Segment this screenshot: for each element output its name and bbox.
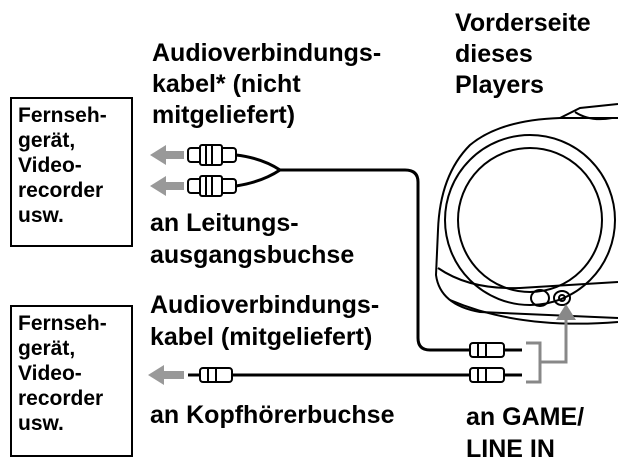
device-box-bottom-line: Fernseh-: [18, 312, 107, 335]
arrow-left-1: [150, 145, 184, 165]
front-label-1: Vorderseite: [455, 9, 591, 37]
device-box-bottom-line: recorder: [18, 387, 104, 410]
rca-plug-red: [187, 175, 237, 197]
upper-cable: [235, 153, 470, 352]
port-label-1: an GAME/: [466, 403, 585, 431]
front-label-2: dieses: [455, 40, 533, 68]
port-bracket: [526, 320, 568, 384]
lower-jack-label: an Kopfhörerbuchse: [150, 401, 395, 429]
arrow-up: [556, 304, 576, 320]
device-box-top: Fernseh- gerät, Video- recorder usw.: [10, 97, 133, 247]
upper-cable-title-2: kabel* (nicht: [152, 70, 301, 98]
mini-plug-lower-right: [469, 367, 522, 383]
port-label-2: LINE IN: [466, 435, 555, 463]
device-box-top-line: recorder: [18, 179, 104, 202]
device-box-top-line: usw.: [18, 204, 64, 227]
device-box-bottom-line: Video-: [18, 362, 82, 385]
player-illustration: [434, 103, 618, 325]
device-box-top-line: Video-: [18, 154, 82, 177]
device-box-bottom-line: usw.: [18, 412, 64, 435]
arrow-left-3: [148, 365, 184, 385]
upper-jack-label-1: an Leitungs-: [150, 209, 299, 237]
rca-plug-white: [187, 144, 237, 166]
mini-plug-left: [188, 367, 233, 383]
device-box-top-line: gerät,: [18, 129, 76, 152]
upper-jack-label-2: ausgangsbuchse: [150, 241, 355, 269]
arrow-left-2: [150, 176, 184, 196]
front-label-3: Players: [455, 71, 544, 99]
upper-cable-title-1: Audioverbindungs-: [152, 39, 382, 67]
mini-plug-upper-right: [469, 342, 522, 358]
device-box-top-line: Fernseh-: [18, 104, 107, 127]
upper-cable-title-3: mitgeliefert): [152, 101, 296, 129]
lower-cable-title-2: kabel (mitgeliefert): [150, 323, 373, 351]
lower-cable-title-1: Audioverbindungs-: [150, 291, 380, 319]
device-box-bottom-line: gerät,: [18, 337, 76, 360]
device-box-bottom: Fernseh- gerät, Video- recorder usw.: [10, 305, 133, 457]
